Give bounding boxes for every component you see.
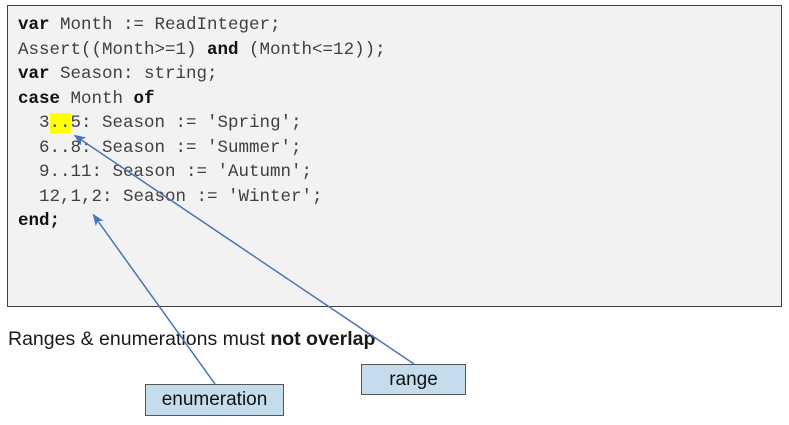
code-text: 6..8: Season := 'Summer';	[18, 137, 302, 158]
code-line: Assert((Month>=1) and (Month<=12));	[18, 38, 386, 63]
callout-range-label: range	[389, 368, 438, 390]
callout-enumeration-label: enumeration	[161, 389, 268, 410]
code-listing: var Month := ReadInteger;Assert((Month>=…	[18, 13, 386, 283]
code-text	[18, 260, 29, 280]
code-text: 3	[18, 113, 50, 133]
code-text	[18, 236, 29, 256]
caption-text: Ranges & enumerations must not overlap	[8, 326, 375, 352]
code-keyword: var	[18, 15, 50, 35]
callout-range[interactable]: range	[361, 364, 466, 395]
code-text: Month := ReadInteger;	[49, 15, 281, 35]
callout-enumeration[interactable]: enumeration	[145, 384, 284, 416]
code-line: 12,1,2: Season := 'Winter';	[18, 185, 386, 210]
code-keyword: and	[207, 39, 239, 60]
code-line: 9..11: Season := 'Autumn';	[18, 160, 386, 185]
code-line: 3..5: Season := 'Spring';	[18, 111, 386, 136]
code-line: var Season: string;	[18, 62, 386, 87]
code-text: 9..11: Season := 'Autumn';	[18, 162, 313, 182]
code-keyword: of	[133, 88, 155, 109]
code-text: (Month<=12));	[238, 39, 386, 60]
code-line: 6..8: Season := 'Summer';	[18, 136, 386, 161]
code-text: Season: string;	[49, 64, 218, 84]
code-line	[18, 234, 386, 259]
code-keyword: case	[18, 88, 61, 109]
highlighted-range-operator: ..	[49, 113, 71, 133]
code-line	[18, 258, 386, 283]
code-line: var Month := ReadInteger;	[18, 13, 386, 38]
caption-emphasis: not overlap	[270, 328, 376, 350]
code-line: end;	[18, 209, 386, 234]
caption-lead: Ranges & enumerations must	[8, 328, 271, 350]
code-text: 5: Season := 'Spring';	[70, 113, 302, 133]
code-line: case Month of	[18, 87, 386, 112]
code-text: Assert((Month>=1)	[18, 39, 208, 60]
code-block: var Month := ReadInteger;Assert((Month>=…	[7, 5, 782, 307]
code-text: Month	[60, 88, 134, 109]
code-keyword: var	[18, 64, 50, 84]
code-keyword: end;	[18, 211, 61, 231]
code-text: 12,1,2: Season := 'Winter';	[18, 186, 323, 207]
